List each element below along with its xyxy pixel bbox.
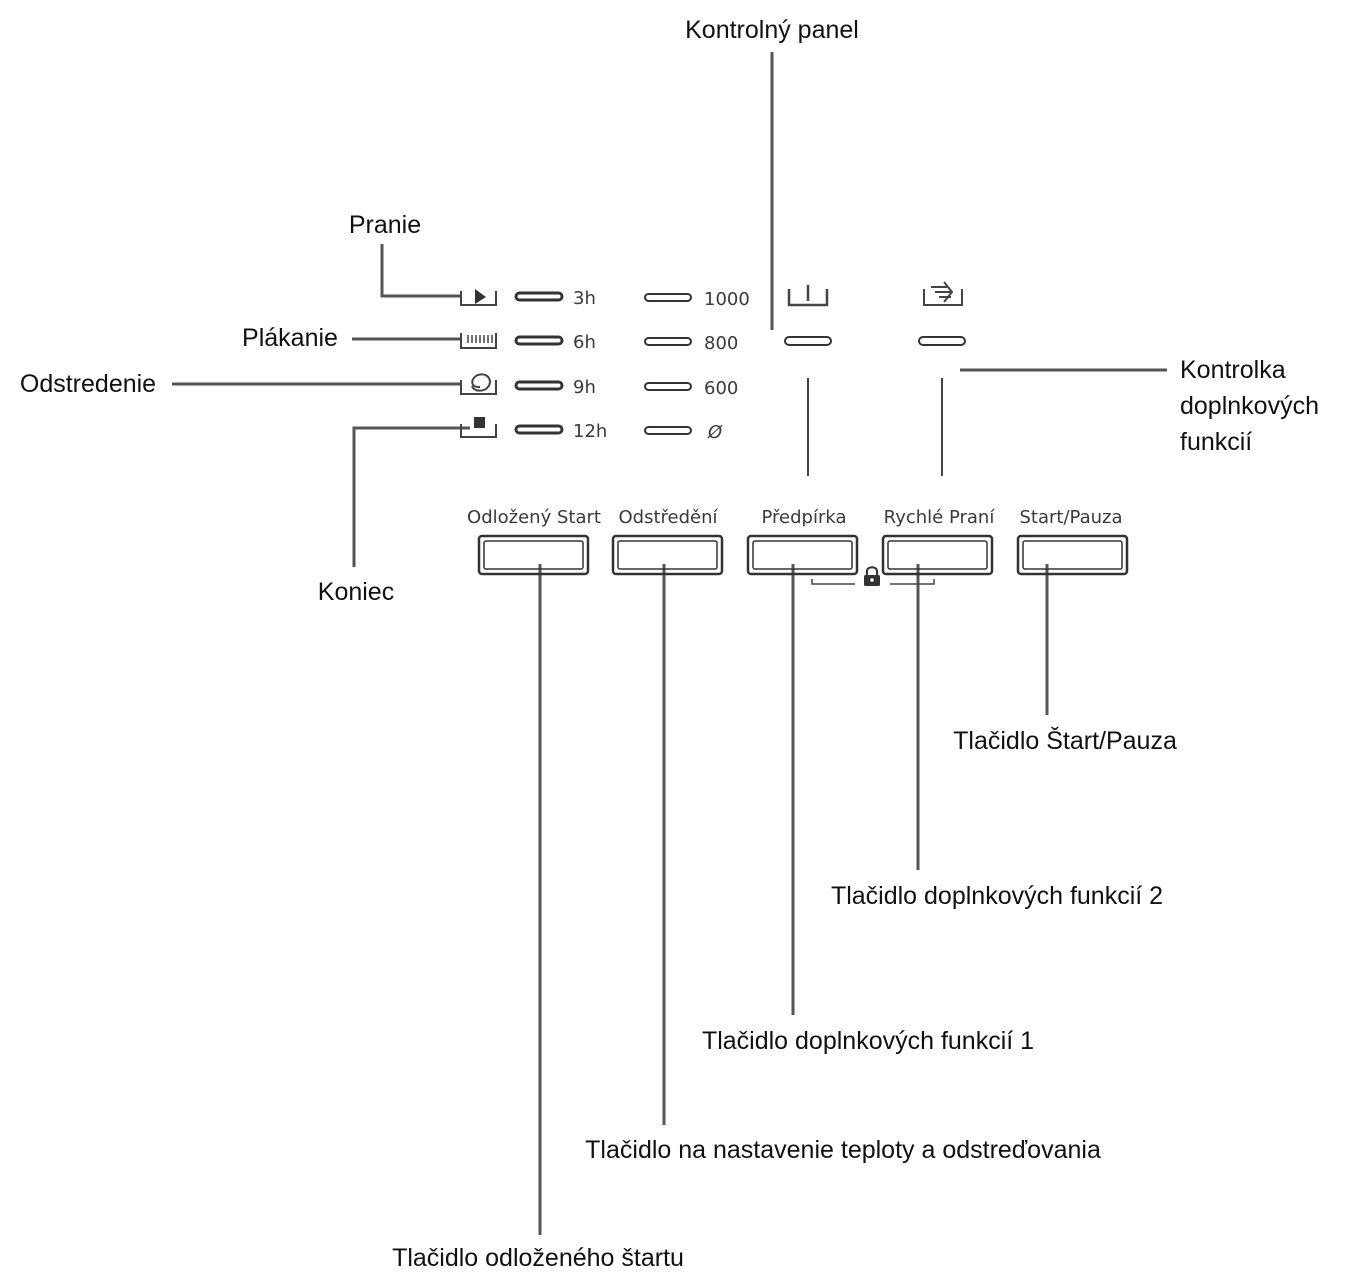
delay-12h: 12h [573, 421, 607, 442]
label-wash: Pranie [349, 211, 421, 239]
delay-3h: 3h [573, 288, 596, 309]
option-indicator-leds [784, 336, 966, 346]
rinse-phase-icon [460, 333, 497, 349]
label-spin: Odstredenie [20, 370, 156, 398]
label-temp-spin-button: Tlačidlo na nastavenie teploty a odstreď… [585, 1136, 1101, 1164]
wash-phase-icon [460, 289, 497, 306]
end-phase-icon [460, 417, 497, 438]
start-pause-button[interactable] [1016, 534, 1129, 576]
label-end: Koniec [318, 578, 394, 606]
button-label-delay-start: Odložený Start [467, 507, 601, 528]
quick-wash-button[interactable] [881, 534, 994, 576]
quick-wash-icon [923, 281, 963, 306]
spin-button[interactable] [611, 534, 724, 576]
button-label-spin: Odstředění [618, 507, 718, 528]
delay-leds [514, 291, 564, 435]
spin-800: 800 [704, 333, 738, 354]
spin-phase-icon [460, 373, 497, 395]
button-label-prewash: Předpírka [761, 507, 846, 528]
leader-end [352, 426, 470, 567]
delay-9h: 9h [573, 377, 596, 398]
label-rinse: Plákanie [242, 324, 338, 352]
delay-6h: 6h [573, 332, 596, 353]
label-control-panel: Kontrolný panel [685, 16, 859, 44]
label-option-indicator-1: Kontrolka [1180, 356, 1286, 384]
button-label-quick-wash: Rychlé Praní [884, 507, 996, 528]
spin-leds [644, 293, 692, 435]
label-delay-start-button: Tlačidlo odloženého štartu [392, 1244, 684, 1272]
label-option-button-2: Tlačidlo doplnkových funkcií 2 [831, 882, 1163, 910]
button-label-start-pause: Start/Pauza [1020, 507, 1123, 528]
prewash-button[interactable] [746, 534, 859, 576]
prewash-icon [787, 285, 829, 307]
padlock-icon [864, 566, 880, 586]
spin-1000: 1000 [704, 289, 750, 310]
label-option-indicator-2: doplnkových [1180, 392, 1319, 420]
delay-start-button[interactable] [477, 534, 590, 576]
label-option-button-1: Tlačidlo doplnkových funkcií 1 [702, 1027, 1034, 1055]
spin-no-spin: Ø [707, 422, 723, 443]
spin-600: 600 [704, 378, 738, 399]
label-start-pause-button: Tlačidlo Štart/Pauza [953, 726, 1177, 755]
leader-wash [380, 244, 462, 298]
child-lock-bracket [811, 579, 935, 585]
label-option-indicator-3: funkcií [1180, 428, 1252, 456]
